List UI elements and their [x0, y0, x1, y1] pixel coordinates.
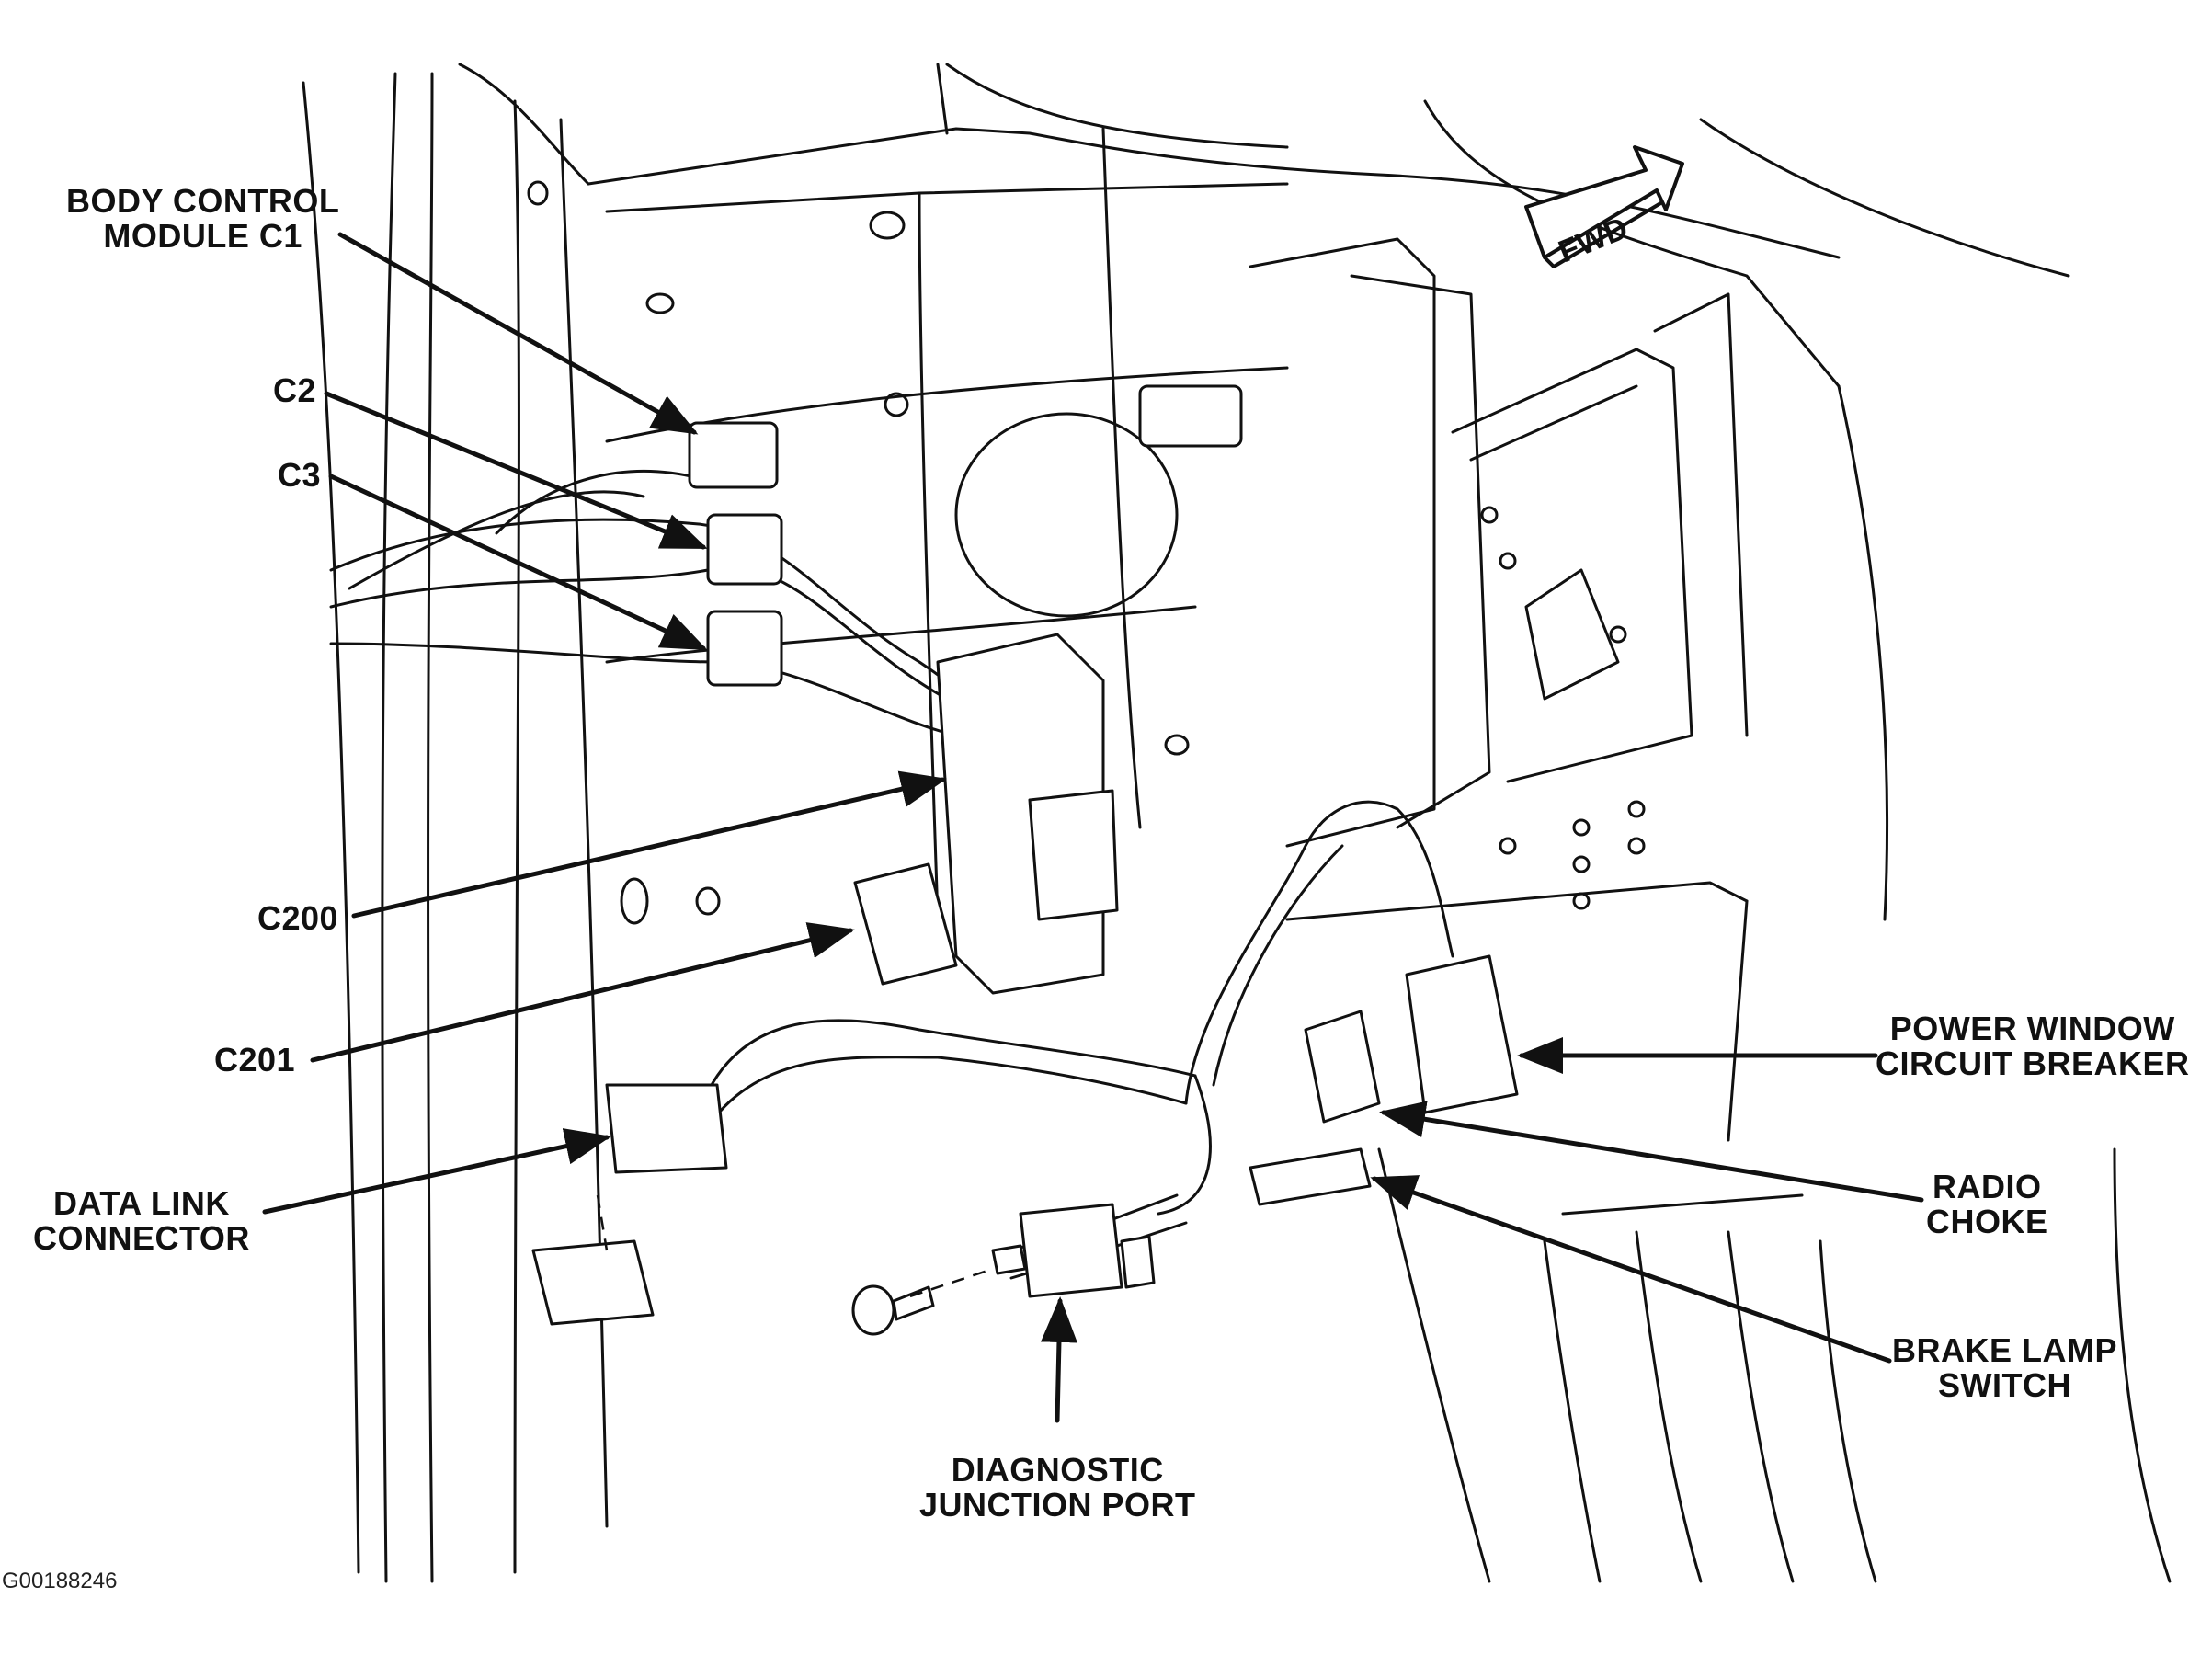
- radio-choke-body: [1304, 1010, 1381, 1124]
- forward-arrow-icon: [1524, 145, 1684, 268]
- label-body-control-module-c1: BODY CONTROL MODULE C1: [66, 182, 340, 255]
- data-link-connector-body: [605, 1083, 728, 1174]
- label-data-link-connector: DATA LINK CONNECTOR: [33, 1184, 250, 1257]
- label-power-window-circuit-breaker: POWER WINDOW CIRCUIT BREAKER: [1876, 1010, 2190, 1082]
- label-c200: C200: [257, 899, 339, 937]
- diagnostic-junction-port-body: [1019, 1203, 1123, 1298]
- figure-id: G00188246: [2, 1569, 118, 1593]
- arrow-c3: [328, 474, 708, 651]
- bcm-c1-connector: [688, 421, 779, 489]
- arrow-c200: [351, 770, 947, 919]
- components: [531, 384, 1519, 1336]
- power-window-circuit-breaker-body: [1405, 954, 1519, 1114]
- leader-arrows: [262, 232, 1924, 1423]
- label-radio-choke: RADIO CHOKE: [1926, 1168, 2048, 1240]
- data-link-connector-cover: [531, 1239, 655, 1326]
- arrow-c201: [310, 922, 855, 1063]
- label-c3: C3: [278, 456, 322, 494]
- bcm-c3-connector: [706, 610, 783, 687]
- label-c201: C201: [214, 1041, 296, 1079]
- arrow-brake-lamp-switch: [1370, 1175, 1892, 1364]
- arrow-bcm-c1: [337, 232, 699, 435]
- arrow-diagnostic-junction-port: [1040, 1296, 1077, 1423]
- c201-connector: [853, 862, 958, 986]
- label-brake-lamp-switch: BRAKE LAMP SWITCH: [1892, 1331, 2117, 1404]
- bolt: [851, 1284, 895, 1336]
- arrow-radio-choke: [1379, 1101, 1924, 1203]
- label-c2: C2: [273, 371, 317, 409]
- bcm-c2-connector: [706, 513, 783, 586]
- vehicle-structure: [302, 63, 2172, 1583]
- brake-lamp-switch-body: [1249, 1147, 1372, 1206]
- label-diagnostic-junction-port: DIAGNOSTIC JUNCTION PORT: [919, 1451, 1196, 1524]
- alignment-lines: [596, 1194, 994, 1298]
- arrow-c2: [324, 391, 708, 550]
- arrow-data-link-connector: [262, 1128, 611, 1215]
